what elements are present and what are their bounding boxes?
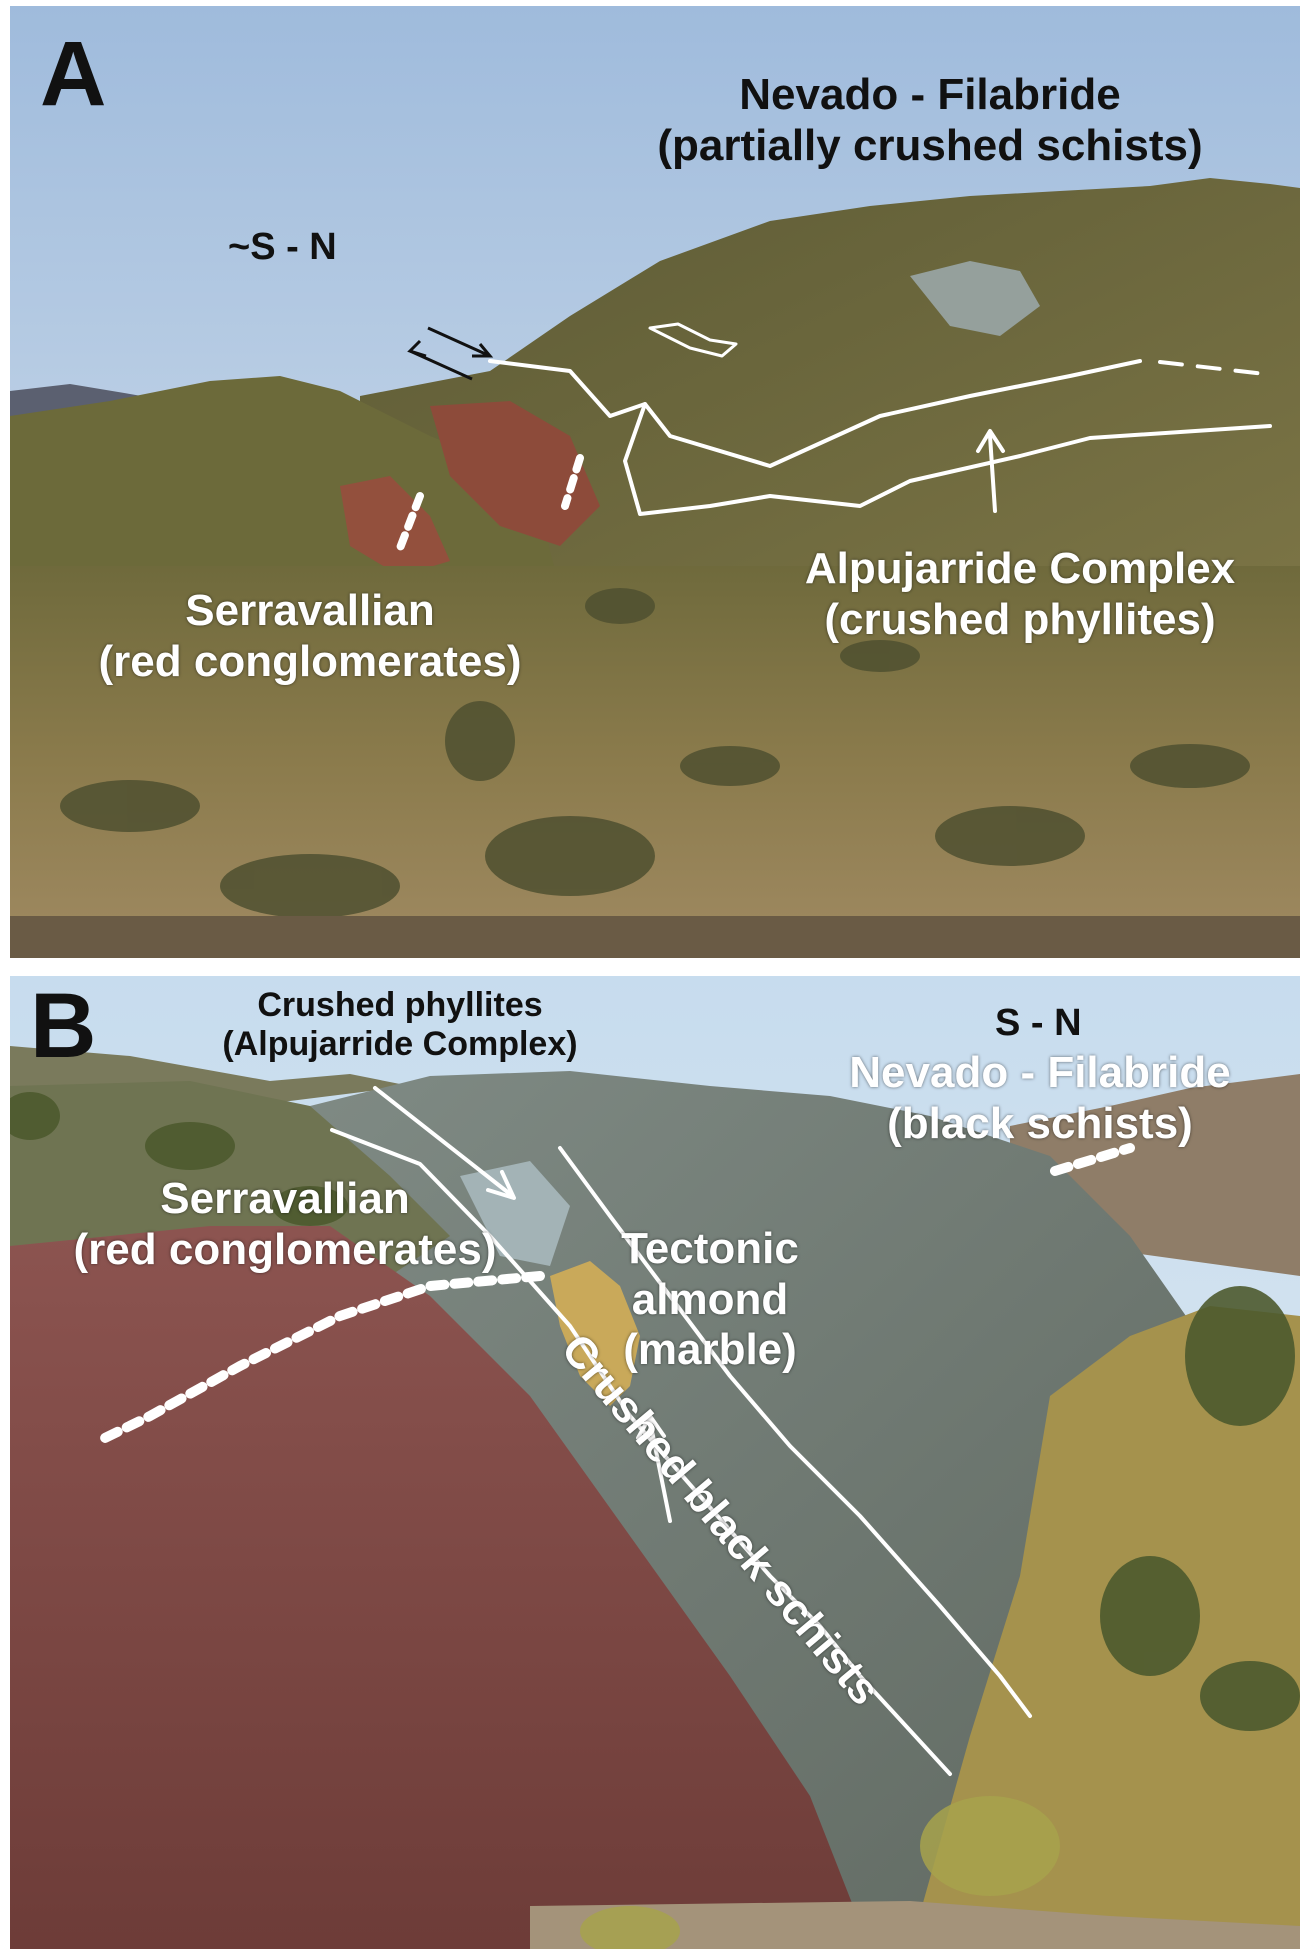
serravallian-b-subtitle: (red conglomerates) — [73, 1224, 497, 1274]
tectonic-almond-label: Tectonic almond (marble) — [585, 1224, 835, 1376]
serravallian-title: Serravallian — [185, 586, 435, 635]
pointer-arrow-almond — [648, 1419, 672, 1523]
nevado-b-title: Nevado - Filabride — [849, 1048, 1231, 1097]
tectonic-line-1: Tectonic — [621, 1224, 799, 1273]
alpujarride-subtitle: (crushed phyllites) — [824, 594, 1216, 644]
shear-sense-arrows — [407, 326, 494, 381]
klippe-outline — [648, 322, 738, 358]
nevado-title: Nevado - Filabride — [739, 70, 1121, 119]
panel-a-alpujarride-label: Alpujarride Complex (crushed phyllites) — [745, 544, 1295, 645]
tectonic-line-3: (marble) — [623, 1325, 797, 1375]
panel-b-nevado-label: Nevado - Filabride (black schists) — [780, 1048, 1300, 1149]
serravallian-subtitle: (red conglomerates) — [98, 636, 522, 686]
pointer-arrowhead-phyllites — [486, 1170, 516, 1200]
panel-letter-a: A — [40, 23, 107, 125]
fault-line-lower — [330, 1128, 952, 1776]
panel-letter-b: B — [30, 976, 97, 1077]
panel-a-photo: A ~S - N Nevado - Filabride (partially c… — [10, 6, 1300, 958]
panel-b-landscape — [10, 976, 1300, 1949]
panel-b-phyllites-label: Crushed phyllites (Alpujarride Complex) — [180, 986, 620, 1064]
panel-a-nevado-label: Nevado - Filabride (partially crushed sc… — [585, 70, 1275, 171]
tectonic-line-2: almond — [631, 1274, 789, 1324]
pointer-arrow-phyllites — [373, 1086, 512, 1196]
fault-line-upper — [558, 1146, 1032, 1718]
serravallian-b-title: Serravallian — [160, 1174, 410, 1223]
phyllites-title: Crushed phyllites — [257, 986, 543, 1024]
panel-b-photo: B S - N Crushed phyllites (Alpujarride C… — [10, 976, 1300, 1949]
fault-trace-lower — [623, 402, 1272, 516]
panel-a-annotations — [396, 322, 1272, 552]
contact-dashed-left — [100, 1271, 545, 1443]
panel-b-serravallian-label: Serravallian (red conglomerates) — [10, 1174, 560, 1275]
fault-trace-upper — [488, 359, 1142, 468]
panel-a-serravallian-label: Serravallian (red conglomerates) — [40, 586, 580, 687]
panel-b-annotations — [100, 1086, 1135, 1776]
contact-dashed-right — [1050, 1143, 1135, 1176]
nevado-subtitle: (partially crushed schists) — [657, 120, 1203, 170]
pointer-arrow-a — [988, 434, 997, 513]
pointer-arrowhead-a — [976, 429, 1005, 453]
contact-dashed-left — [396, 492, 424, 552]
contact-dashed-mid — [561, 454, 584, 510]
fault-trace-dashed-right — [1158, 360, 1267, 376]
pointer-arrowhead-almond — [636, 1414, 666, 1440]
alpujarride-title: Alpujarride Complex — [804, 544, 1236, 593]
panel-a-landscape — [10, 6, 1300, 958]
panel-b-direction: S - N — [995, 1002, 1082, 1044]
nevado-b-subtitle: (black schists) — [887, 1098, 1193, 1148]
phyllites-subtitle: (Alpujarride Complex) — [222, 1025, 578, 1064]
panel-a-direction: ~S - N — [228, 226, 337, 268]
